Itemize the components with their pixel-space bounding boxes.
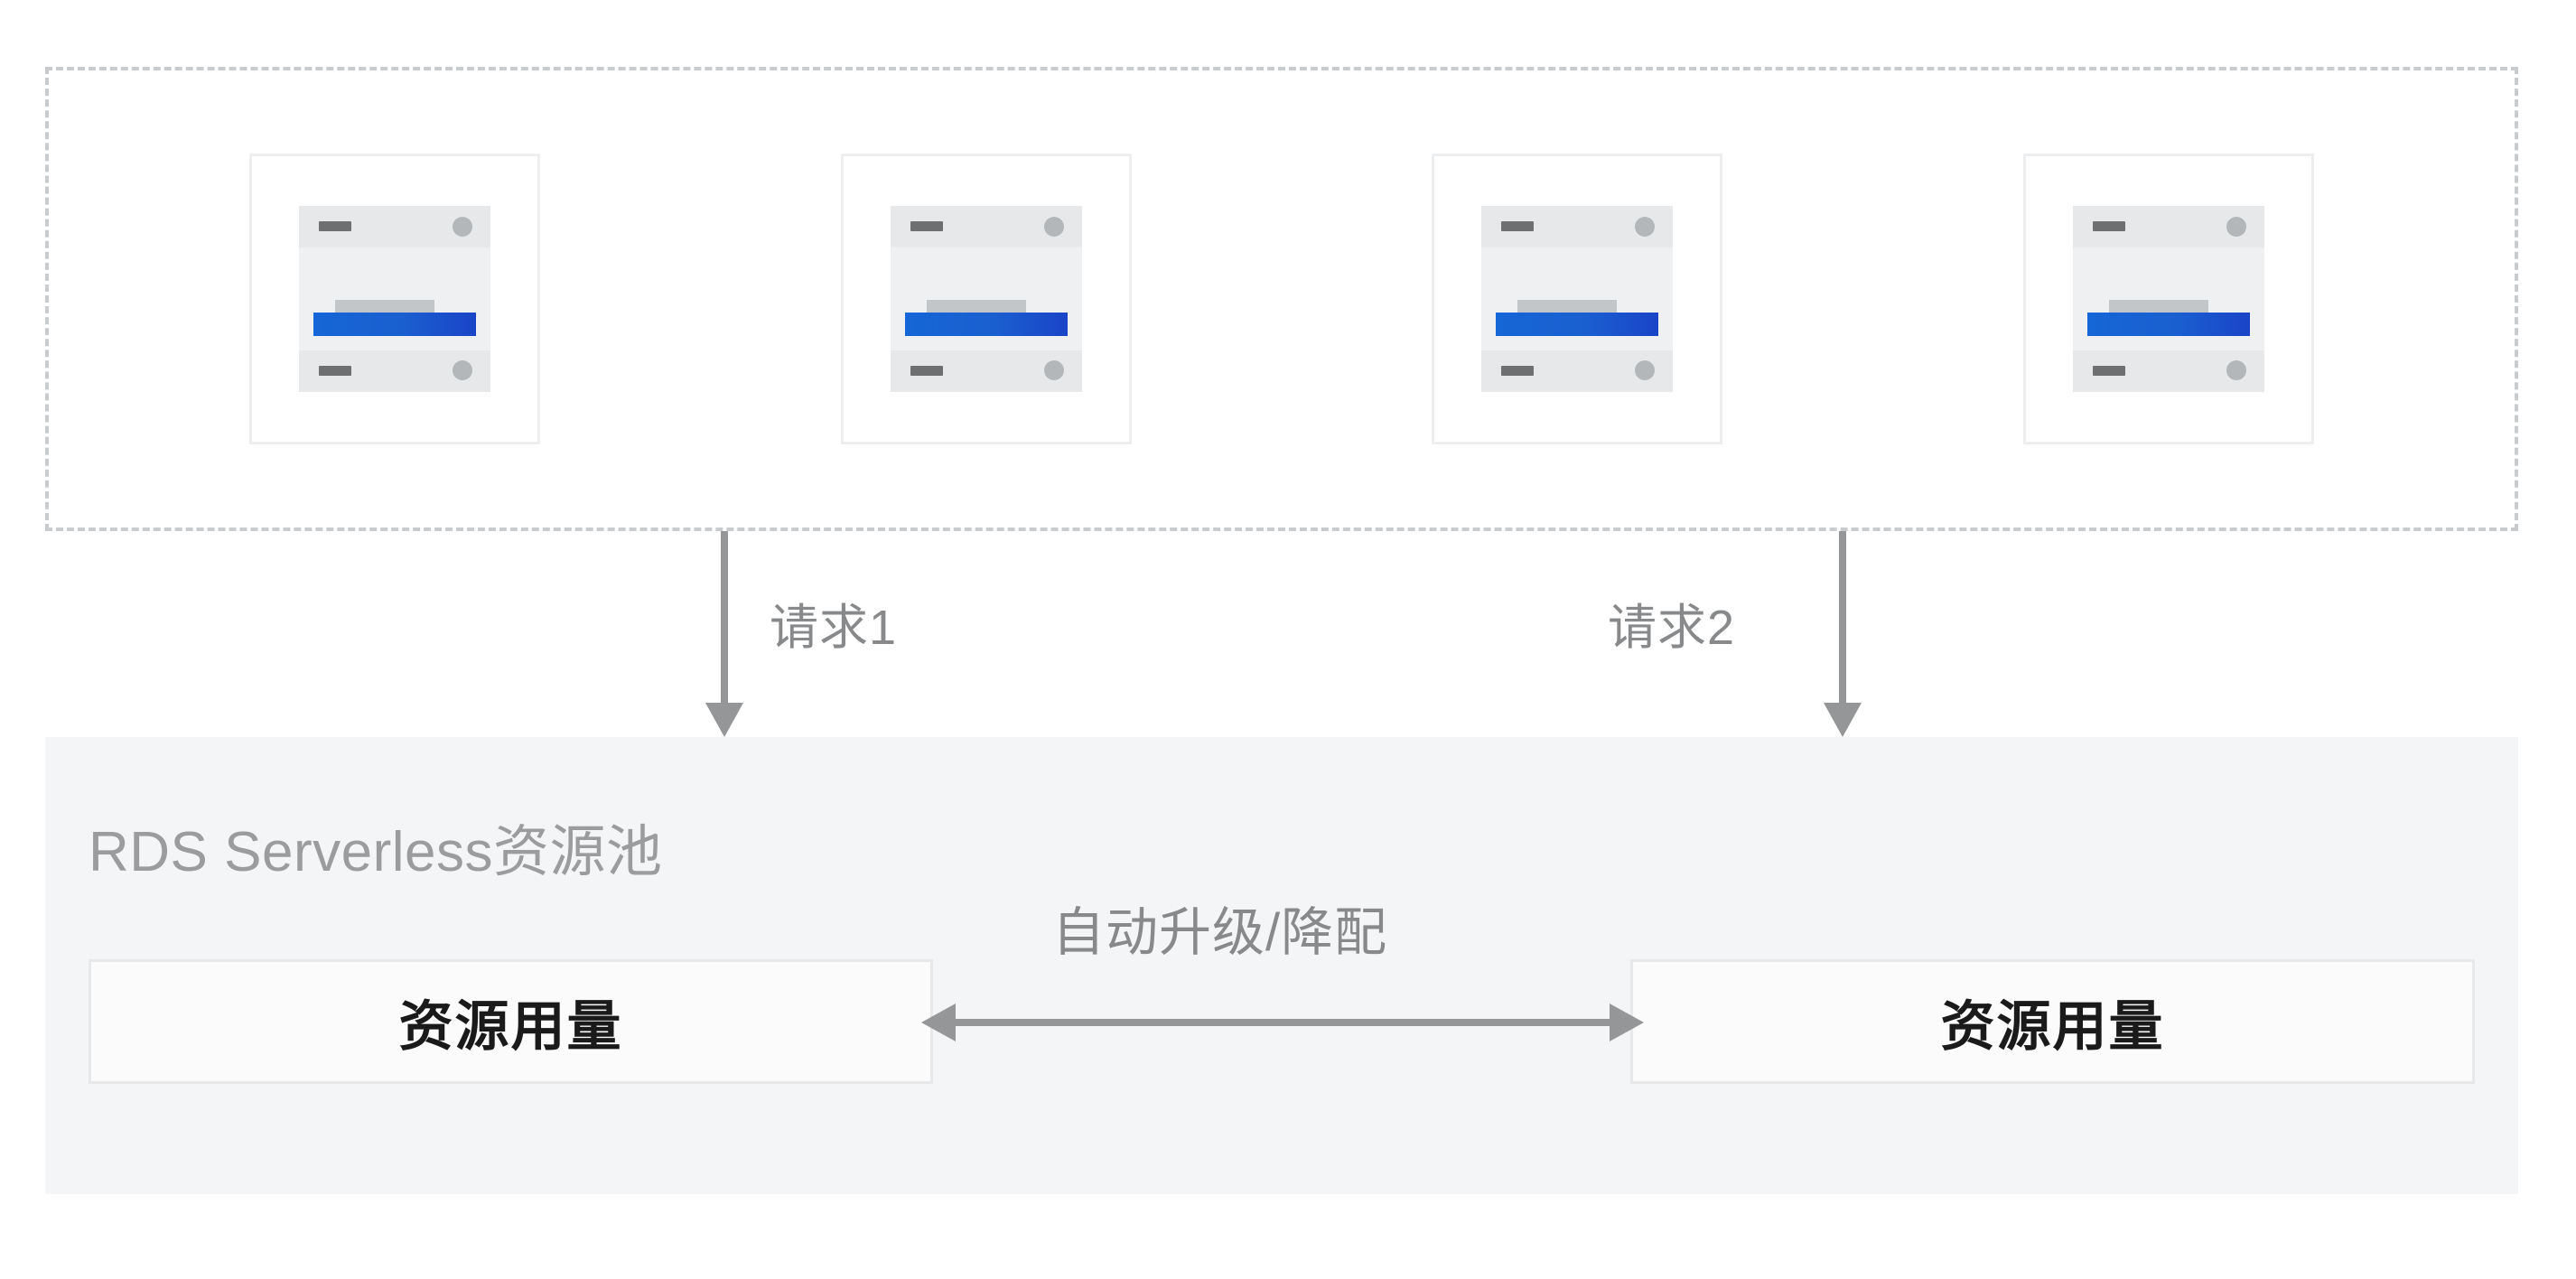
arrow-head-right-icon (1610, 1004, 1644, 1041)
database-server-icon (299, 206, 491, 392)
database-server-icon (1481, 206, 1674, 392)
database-server-icon (890, 206, 1082, 392)
server-led-dot-bottom-icon (453, 360, 473, 380)
arrow-head-left-icon (921, 1004, 956, 1041)
arrow-shaft (721, 531, 728, 703)
request-arrow-1-label: 请求1 (770, 601, 898, 655)
server-active-bar-icon (313, 313, 477, 336)
server-led-dash-bottom-icon (1501, 366, 1535, 376)
server-card-4[interactable] (2022, 154, 2314, 444)
server-led-dash-bottom-icon (2092, 366, 2125, 376)
server-led-dash-top-icon (319, 221, 352, 231)
client-requests-region (45, 67, 2518, 531)
server-active-bar-icon (904, 313, 1068, 336)
request-arrow-2-icon (1824, 531, 1862, 737)
usage-box-right[interactable]: 资源用量 (1630, 959, 2475, 1084)
database-server-icon (2072, 206, 2264, 392)
server-led-dot-top-icon (1635, 217, 1656, 237)
usage-box-left[interactable]: 资源用量 (89, 959, 933, 1084)
server-active-bar-icon (1496, 313, 1659, 336)
server-tray-icon (926, 300, 1026, 316)
auto-scale-double-arrow-icon (921, 1004, 1644, 1041)
auto-scale-label: 自动升级/降配 (1052, 903, 1388, 962)
server-led-dot-top-icon (453, 217, 473, 237)
usage-box-left-label: 资源用量 (398, 995, 623, 1057)
arrow-shaft (1839, 531, 1846, 703)
server-led-dot-top-icon (2226, 217, 2246, 237)
rds-serverless-pool-panel: RDS Serverless资源池 资源用量 资源用量 (45, 737, 2518, 1194)
arrow-shaft (952, 1019, 1613, 1026)
server-cards-row (45, 67, 2518, 531)
usage-box-right-label: 资源用量 (1940, 995, 2165, 1057)
server-led-dash-top-icon (910, 221, 943, 231)
arrow-head-down-icon (705, 703, 743, 737)
server-led-dot-bottom-icon (2226, 360, 2246, 380)
server-led-dot-bottom-icon (1043, 360, 1064, 380)
server-led-dash-top-icon (1501, 221, 1535, 231)
server-active-bar-icon (2086, 313, 2250, 336)
server-led-dash-top-icon (2092, 221, 2125, 231)
request-arrow-2-label: 请求2 (1608, 601, 1736, 655)
server-card-2[interactable] (840, 154, 1132, 444)
pool-title: RDS Serverless资源池 (89, 821, 663, 883)
server-led-dot-top-icon (1043, 217, 1064, 237)
server-card-1[interactable] (249, 154, 541, 444)
server-tray-icon (1517, 300, 1618, 316)
server-card-3[interactable] (1432, 154, 1723, 444)
server-led-dash-bottom-icon (319, 366, 352, 376)
server-led-dot-bottom-icon (1635, 360, 1656, 380)
server-tray-icon (335, 300, 435, 316)
request-arrow-1-icon (705, 531, 743, 737)
arrow-head-down-icon (1824, 703, 1862, 737)
server-tray-icon (2108, 300, 2208, 316)
server-led-dash-bottom-icon (910, 366, 943, 376)
